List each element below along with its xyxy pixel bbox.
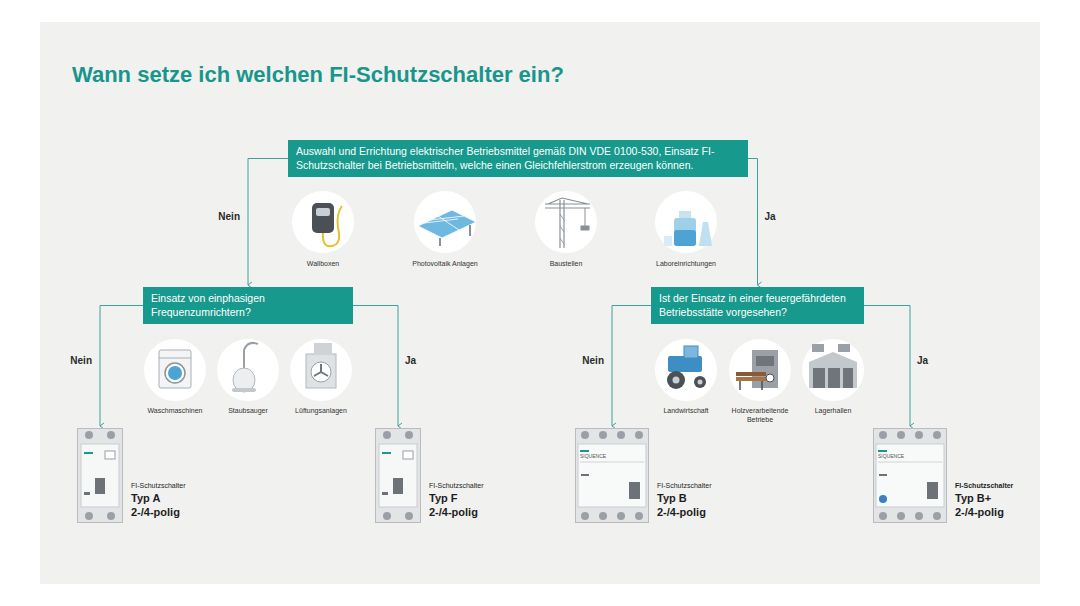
- wallbox-icon: [312, 203, 342, 246]
- type-label: 2-/4-polig: [955, 506, 1004, 518]
- connector: [748, 159, 758, 286]
- type-label: Typ A: [131, 492, 160, 504]
- question-text: Einsatz von einphasigen Frequenzumrichte…: [151, 291, 345, 319]
- brand-label: SIQUENCE: [580, 453, 606, 459]
- breaker-node: FI-SchutzschalterTyp A 2-/4-polig: [77, 428, 213, 523]
- icon-caption: Laboreinrichtungen: [641, 259, 731, 268]
- branch-label: Ja: [917, 355, 928, 366]
- breaker-node: FI-SchutzschalterTyp B 2-/4-polig: [575, 428, 739, 523]
- breaker-node: FI-SchutzschalterTyp B+ 2-/4-polig: [873, 428, 1037, 523]
- icon-caption: Wallboxen: [283, 259, 363, 268]
- photovoltaic-icon: [418, 210, 476, 246]
- crane-icon: [545, 198, 590, 248]
- branch-label: Nein: [218, 211, 240, 222]
- icon-caption: Baustellen: [526, 259, 606, 268]
- type-label: 2-/4-polig: [657, 506, 706, 518]
- icon-caption: Staubsauger: [208, 406, 288, 415]
- warehouse-icon: [809, 344, 857, 388]
- diagram-title: Wann setze ich welchen FI-Schutzschalter…: [72, 62, 564, 88]
- icon-caption: Lagerhallen: [793, 406, 873, 415]
- panel-ground: [40, 22, 1040, 584]
- tractor-icon: [667, 346, 706, 389]
- breaker-illustration: [575, 428, 649, 523]
- icon-caption: Landwirtschaft: [646, 406, 726, 415]
- device-caption: FI-Schutzschalter: [131, 482, 185, 489]
- type-label: 2-/4-polig: [429, 506, 478, 518]
- type-label: 2-/4-polig: [131, 506, 180, 518]
- connector: [864, 306, 910, 427]
- device-caption: FI-Schutzschalter: [657, 482, 711, 489]
- icon-circles: [144, 191, 864, 401]
- breaker-illustration: [375, 428, 421, 523]
- connector: [100, 306, 143, 427]
- branch-label: Ja: [405, 355, 416, 366]
- breaker-node: FI-SchutzschalterTyp F 2-/4-polig: [375, 428, 511, 523]
- breaker-illustration: [873, 428, 947, 523]
- icon-caption: Holzverarbeitende Betriebe: [727, 406, 793, 424]
- woodworking-icon: [736, 350, 778, 390]
- type-label: Typ B+: [955, 492, 991, 504]
- type-label: Typ F: [429, 492, 458, 504]
- question-box: Einsatz von einphasigen Frequenzumrichte…: [143, 287, 353, 324]
- brand-label: SIQUENCE: [878, 453, 904, 459]
- icon-caption: Lüftungsanlagen: [281, 406, 361, 415]
- question-text: Auswahl und Errichtung elektrischer Betr…: [296, 144, 740, 172]
- branch-label: Nein: [70, 355, 92, 366]
- connector: [248, 159, 288, 286]
- branch-label: Ja: [765, 211, 776, 222]
- device-caption: FI-Schutzschalter: [429, 482, 483, 489]
- icon-caption: Photovoltaik Anlagen: [400, 259, 490, 268]
- breaker-illustration: [77, 428, 123, 523]
- connector: [353, 306, 398, 427]
- type-label: Typ B: [657, 492, 687, 504]
- ventilation-icon: [306, 343, 336, 388]
- question-box: Auswahl und Errichtung elektrischer Betr…: [288, 140, 748, 177]
- connector: [612, 306, 651, 427]
- device-caption: FI-Schutzschalter: [955, 482, 1013, 489]
- vacuum-cleaner-icon: [232, 343, 258, 392]
- washing-machine-icon: [159, 350, 191, 388]
- question-text: Ist der Einsatz in einer feuergefährdete…: [659, 291, 856, 319]
- question-box: Ist der Einsatz in einer feuergefährdete…: [651, 287, 864, 324]
- laboratory-icon: [664, 211, 712, 246]
- branch-label: Nein: [582, 355, 604, 366]
- icon-caption: Waschmaschinen: [135, 406, 215, 415]
